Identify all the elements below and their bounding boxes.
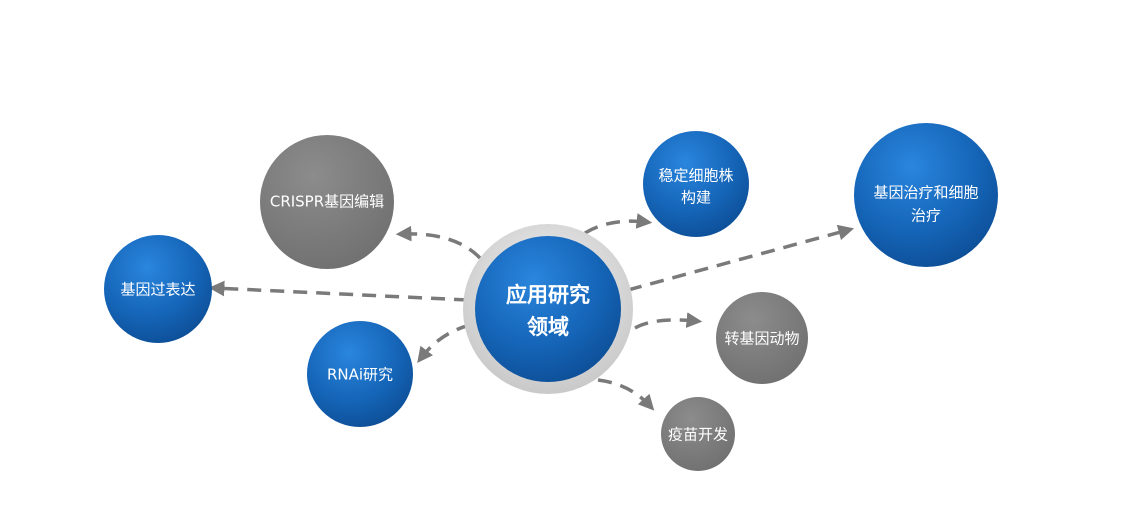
center-label-line2: 领域 [527,315,569,339]
node-crispr: CRISPR基因编辑 [260,135,394,269]
node-crispr-label: CRISPR基因编辑 [270,193,384,211]
node-overexpression-label: 基因过表达 [120,281,195,299]
node-rnai-label: RNAi研究 [327,366,393,384]
connector-to-stable-cell-line [584,213,653,235]
node-vaccine: 疫苗开发 [661,397,735,471]
node-gene-cell-therapy-line2: 治疗 [911,207,941,225]
center-node: 应用研究 领域 [463,224,633,394]
node-stable-cell-line-line1: 稳定细胞株 [658,167,733,185]
node-rnai: RNAi研究 [307,321,413,427]
node-overexpression: 基因过表达 [104,235,212,343]
connector-to-vaccine [597,378,655,411]
connectors [208,213,855,411]
node-stable-cell-line: 稳定细胞株 构建 [643,131,749,237]
node-vaccine-label: 疫苗开发 [668,426,728,444]
node-transgenic-animal-label: 转基因动物 [724,330,799,348]
connector-to-gene-cell-therapy [627,224,855,292]
connector-to-overexpression [208,280,469,302]
center-label-line1: 应用研究 [506,283,590,307]
node-gene-cell-therapy-line1: 基因治疗和细胞 [873,184,978,202]
connector-to-crispr [395,225,482,260]
node-transgenic-animal: 转基因动物 [716,292,808,384]
node-stable-cell-line-line2: 构建 [681,189,711,207]
node-gene-cell-therapy: 基因治疗和细胞 治疗 [854,123,998,267]
connector-to-transgenic-animal [634,312,703,330]
connector-to-rnai [417,323,471,364]
